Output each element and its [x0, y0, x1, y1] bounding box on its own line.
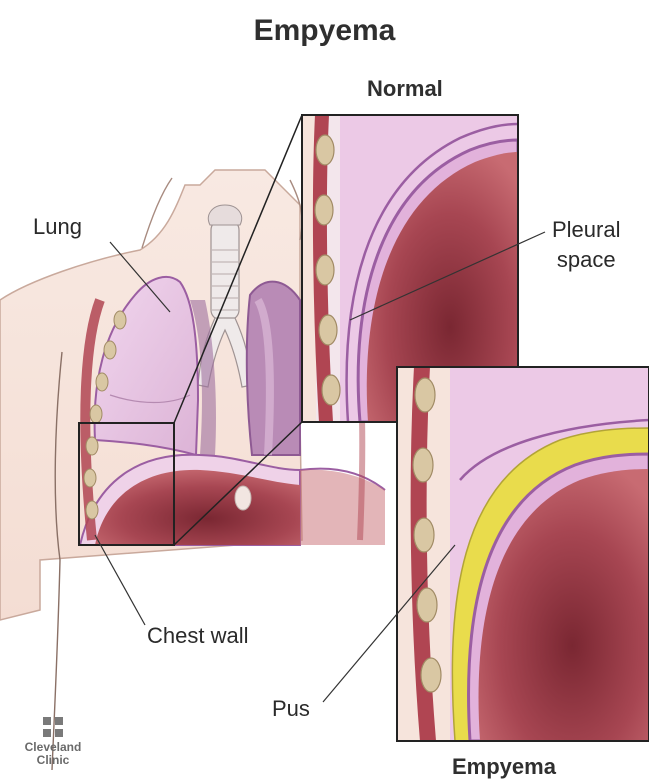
normal-panel-title: Normal [367, 76, 443, 102]
pus-label: Pus [272, 696, 310, 722]
diagram-title: Empyema [0, 14, 649, 48]
cleveland-clinic-cross-logo-icon [42, 716, 64, 738]
pleural-space-label-line1: Pleural [552, 217, 620, 242]
pleural-space-label: Pleural space [552, 215, 620, 275]
cleveland-clinic-logo: Cleveland Clinic [18, 716, 88, 767]
empyema-inset [397, 367, 649, 741]
lung-label: Lung [33, 214, 82, 240]
logo-text-line2: Clinic [18, 754, 88, 767]
empyema-panel-title: Empyema [452, 754, 556, 780]
right-lung [247, 282, 300, 455]
chest-wall-label: Chest wall [147, 623, 248, 649]
pleural-space-label-line2: space [557, 247, 616, 272]
